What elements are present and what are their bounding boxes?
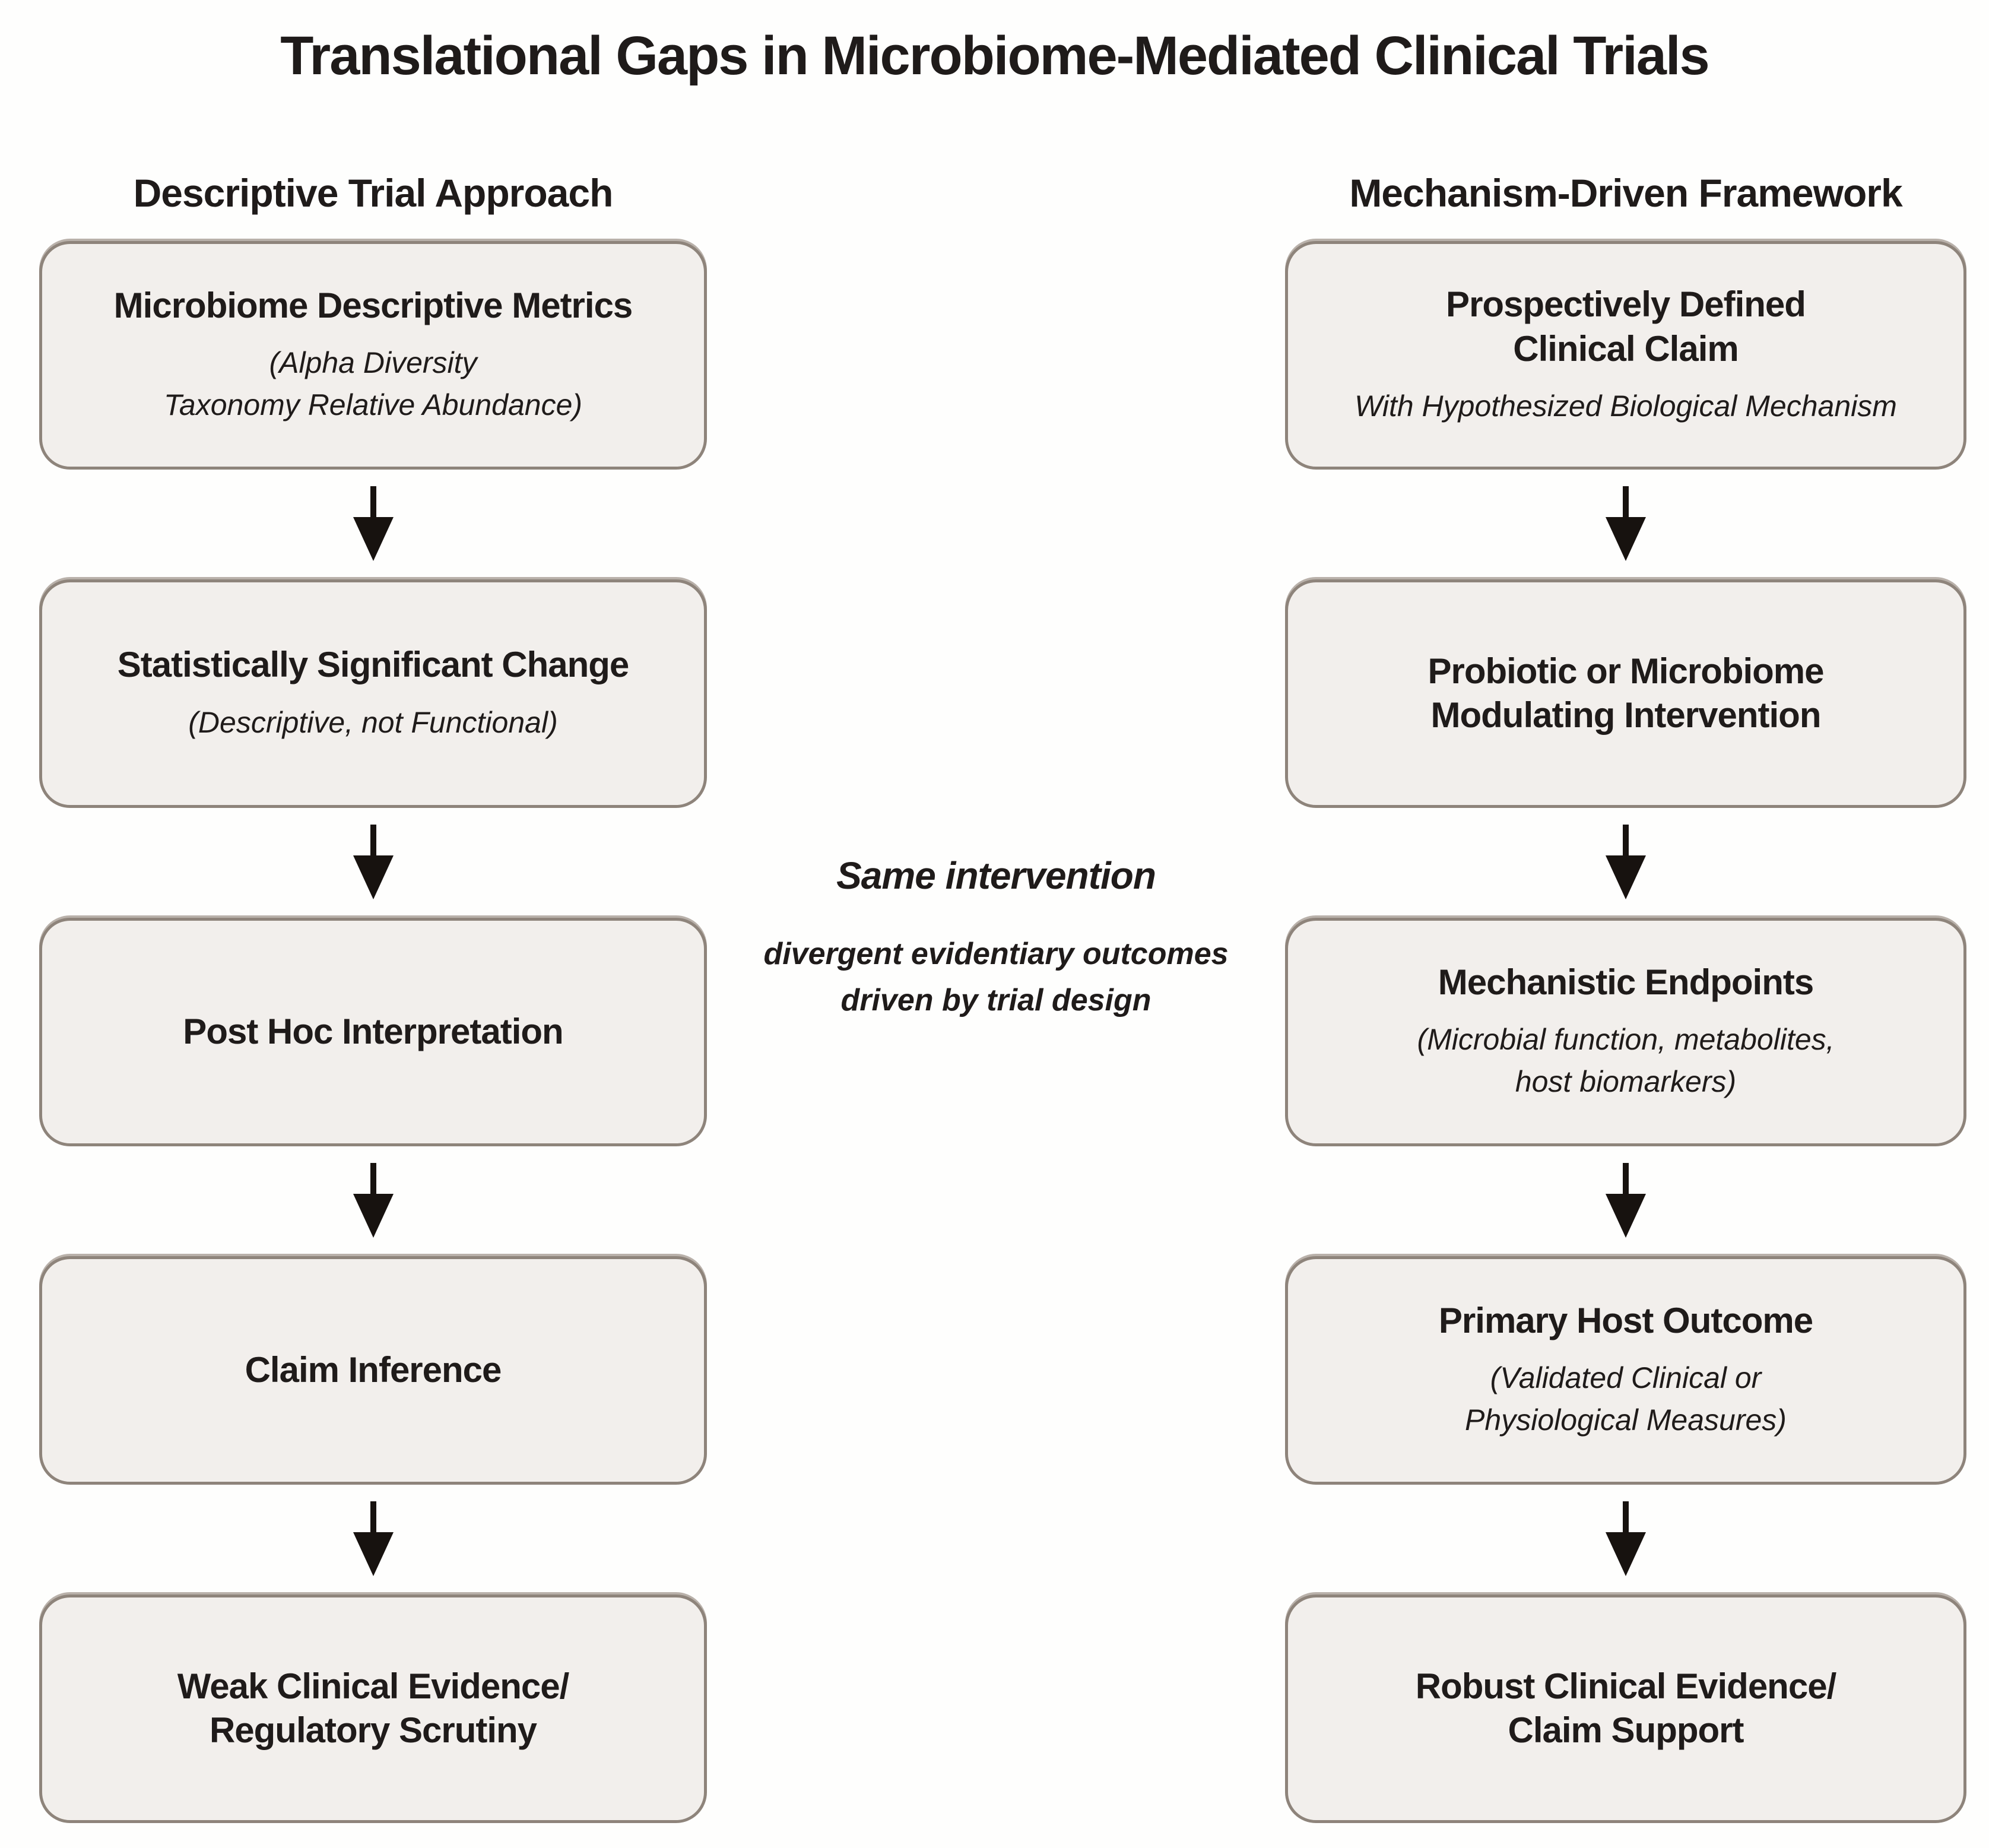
box-significant-change: Statistically Significant Change (Descri… <box>39 579 707 808</box>
box-subtitle-line: Taxonomy Relative Abundance) <box>163 388 583 422</box>
left-column: Descriptive Trial Approach Microbiome De… <box>39 171 707 1823</box>
box-subtitle-line: (Validated Clinical or <box>1490 1361 1762 1395</box>
box-subtitle-line: (Alpha Diversity <box>269 346 477 380</box>
box-subtitle-line: (Microbial function, metabolites, <box>1417 1023 1835 1057</box>
box-subtitle-group: (Descriptive, not Functional) <box>188 702 557 744</box>
box-title: Mechanistic Endpoints <box>1438 962 1814 1002</box>
down-arrow-icon <box>1606 1163 1646 1238</box>
box-title: Prospectively Defined <box>1446 284 1806 325</box>
box-title: Post Hoc Interpretation <box>183 1011 563 1051</box>
arrow-slot <box>1285 1485 1966 1595</box>
box-subtitle-line: Physiological Measures) <box>1465 1403 1787 1437</box>
middle-annotation-body: divergent evidentiary outcomes driven by… <box>763 931 1228 1023</box>
diagram-layout: Descriptive Trial Approach Microbiome De… <box>0 171 1989 1823</box>
left-column-header: Descriptive Trial Approach <box>133 170 614 215</box>
box-robust-evidence: Robust Clinical Evidence/ Claim Support <box>1285 1594 1966 1823</box>
down-arrow-icon <box>353 1163 394 1238</box>
middle-annotation-line: driven by trial design <box>840 982 1151 1017</box>
arrow-slot <box>1285 1146 1966 1256</box>
box-title: Probiotic or Microbiome <box>1427 651 1824 691</box>
box-primary-host-outcome: Primary Host Outcome (Validated Clinical… <box>1285 1256 1966 1485</box>
box-title: Robust Clinical Evidence/ <box>1415 1666 1837 1706</box>
down-arrow-icon <box>353 1501 394 1577</box>
box-subtitle-line: host biomarkers) <box>1515 1065 1737 1099</box>
box-title: Claim Support <box>1508 1710 1744 1751</box>
middle-annotation-line: divergent evidentiary outcomes <box>763 936 1229 971</box>
box-title: Weak Clinical Evidence/ <box>177 1666 570 1706</box>
box-weak-evidence: Weak Clinical Evidence/ Regulatory Scrut… <box>39 1594 707 1823</box>
box-title: Modulating Intervention <box>1430 695 1822 736</box>
box-subtitle-group: (Alpha Diversity Taxonomy Relative Abund… <box>164 342 582 426</box>
right-column-header: Mechanism-Driven Framework <box>1349 170 1902 215</box>
box-modulating-intervention: Probiotic or Microbiome Modulating Inter… <box>1285 579 1966 808</box>
box-title: Claim Inference <box>245 1349 502 1390</box>
box-title: Clinical Claim <box>1513 328 1739 369</box>
box-subtitle-group: (Validated Clinical or Physiological Mea… <box>1465 1357 1787 1441</box>
box-title: Regulatory Scrutiny <box>209 1710 537 1751</box>
down-arrow-icon <box>1606 1501 1646 1577</box>
box-mechanistic-endpoints: Mechanistic Endpoints (Microbial functio… <box>1285 917 1966 1146</box>
down-arrow-icon <box>1606 486 1646 562</box>
middle-annotation-heading: Same intervention <box>836 854 1156 897</box>
arrow-slot <box>1285 470 1966 579</box>
middle-annotation: Same intervention divergent evidentiary … <box>707 171 1285 1023</box>
arrow-slot <box>39 1485 707 1595</box>
box-clinical-claim: Prospectively Defined Clinical Claim Wit… <box>1285 240 1966 470</box>
box-claim-inference: Claim Inference <box>39 1256 707 1485</box>
box-title: Primary Host Outcome <box>1438 1300 1813 1340</box>
arrow-slot <box>39 470 707 579</box>
arrow-slot <box>39 1146 707 1256</box>
right-column: Mechanism-Driven Framework Prospectively… <box>1285 171 1966 1823</box>
arrow-slot <box>1285 808 1966 918</box>
down-arrow-icon <box>353 825 394 900</box>
box-subtitle-group: With Hypothesized Biological Mechanism <box>1354 385 1897 427</box>
box-subtitle-line: With Hypothesized Biological Mechanism <box>1354 389 1897 423</box>
down-arrow-icon <box>353 486 394 562</box>
box-title: Statistically Significant Change <box>117 645 630 685</box>
box-title: Microbiome Descriptive Metrics <box>113 285 633 325</box>
arrow-slot <box>39 808 707 918</box>
box-subtitle-group: (Microbial function, metabolites, host b… <box>1417 1019 1834 1103</box>
box-post-hoc-interpretation: Post Hoc Interpretation <box>39 917 707 1146</box>
box-subtitle-line: (Descriptive, not Functional) <box>188 705 558 739</box>
down-arrow-icon <box>1606 825 1646 900</box>
diagram-title: Translational Gaps in Microbiome-Mediate… <box>280 26 1709 86</box>
box-descriptive-metrics: Microbiome Descriptive Metrics (Alpha Di… <box>39 240 707 470</box>
